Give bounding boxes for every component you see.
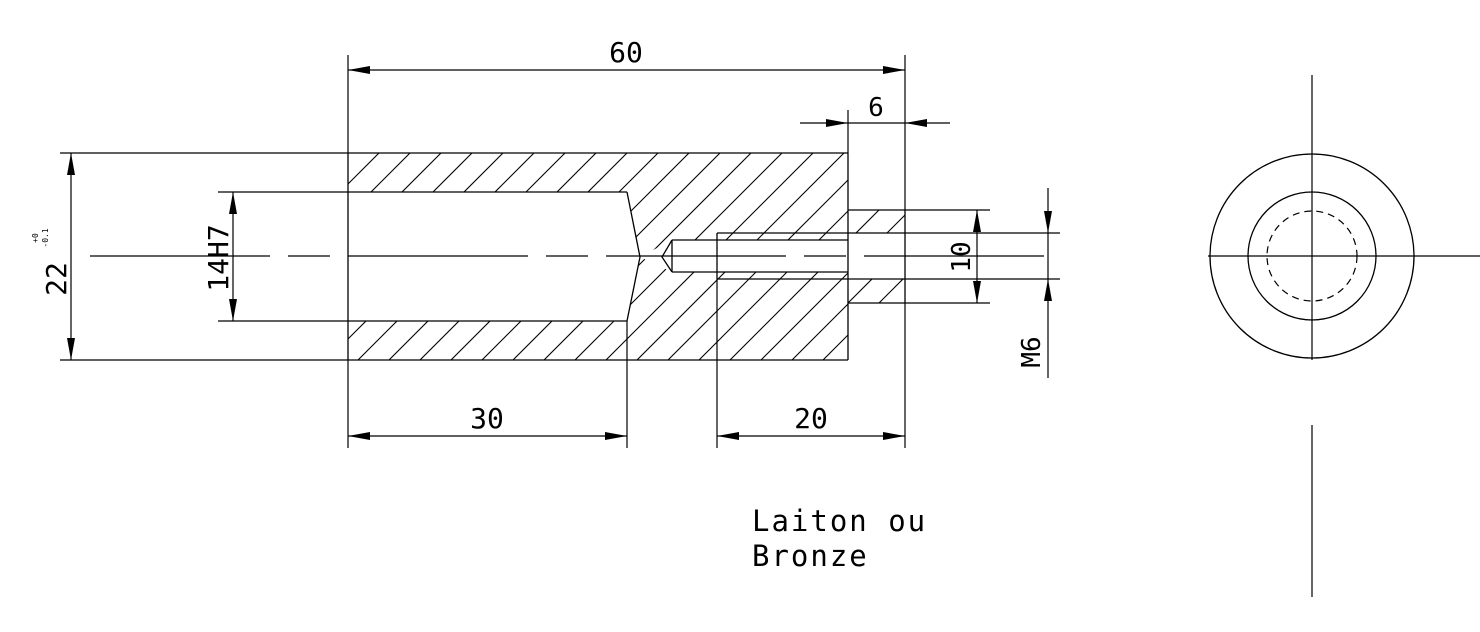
hatch-line bbox=[348, 153, 411, 360]
dim-text-outer-diameter: 22 bbox=[40, 262, 73, 296]
dim-spigot-diameter bbox=[905, 209, 990, 304]
dim-text-outer-tol-lower: -0.1 bbox=[41, 228, 50, 247]
hatch-line bbox=[848, 279, 905, 303]
hatch-line bbox=[848, 210, 880, 233]
hatch-line bbox=[791, 153, 848, 360]
dim-spigot-length bbox=[800, 110, 950, 153]
spigot-hatching bbox=[848, 210, 905, 303]
dim-thread-depth bbox=[716, 279, 906, 448]
dim-outer-diameter bbox=[60, 152, 348, 361]
dim-text-bore-depth: 30 bbox=[470, 402, 504, 435]
dim-text-thread: M6 bbox=[1017, 336, 1047, 367]
end-view bbox=[1208, 75, 1480, 597]
material-note-line1: Laiton ou bbox=[752, 504, 927, 538]
material-note-line2: Bronze bbox=[752, 539, 869, 573]
dim-text-overall-length: 60 bbox=[609, 36, 643, 69]
dim-thread bbox=[905, 188, 1060, 378]
body-outline bbox=[347, 152, 906, 361]
dim-overall-length bbox=[347, 55, 906, 210]
hatch-line bbox=[878, 279, 905, 303]
hatch-line bbox=[848, 210, 905, 233]
dim-text-spigot-diameter: 10 bbox=[947, 241, 977, 272]
hatch-line bbox=[348, 153, 442, 360]
dim-bore-depth bbox=[347, 321, 628, 448]
dim-text-bore-diameter: 14H7 bbox=[202, 224, 235, 291]
dim-bore-diameter bbox=[218, 191, 348, 322]
dim-text-spigot-length: 6 bbox=[868, 93, 884, 123]
hatch-line bbox=[760, 153, 848, 360]
dim-text-outer-tol-upper: +0 bbox=[31, 233, 40, 243]
dim-text-thread-depth: 20 bbox=[794, 402, 828, 435]
